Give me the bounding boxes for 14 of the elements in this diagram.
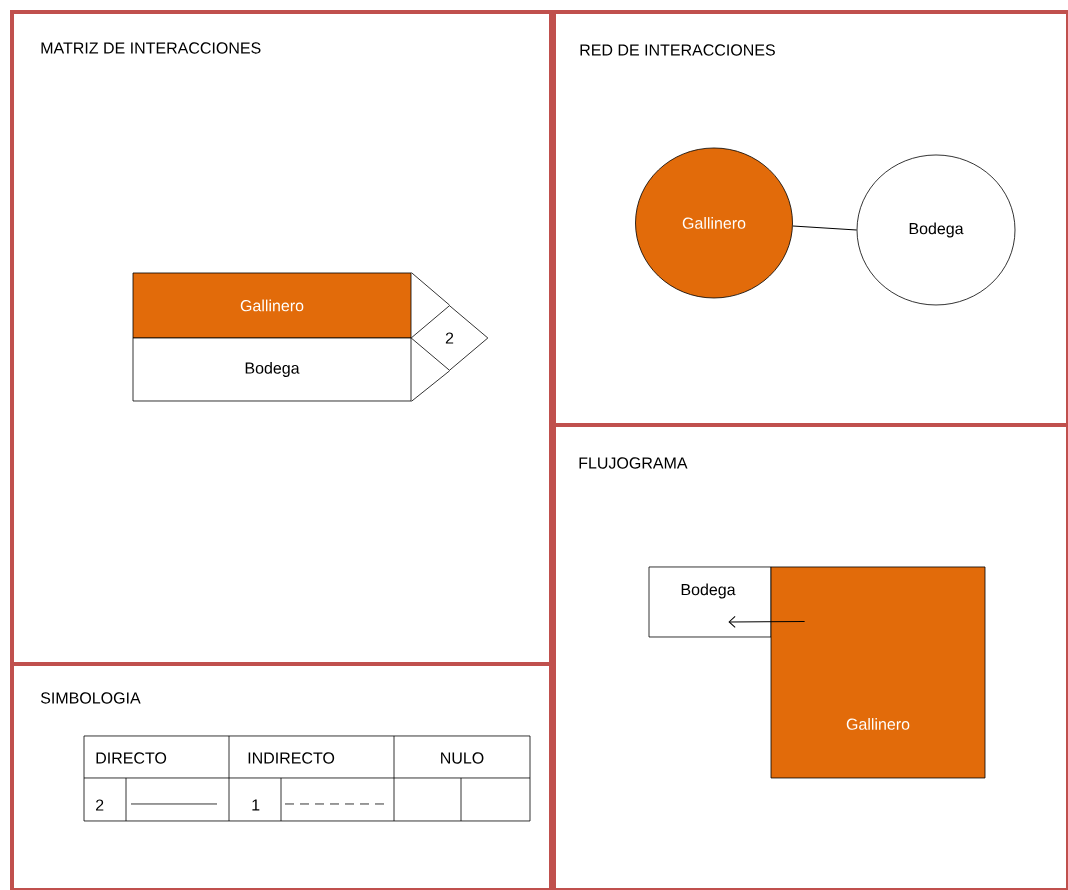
matrix-row: Bodega xyxy=(132,337,412,402)
table-text: 2 xyxy=(96,799,104,811)
panel-title: RED DE INTERACCIONES xyxy=(580,44,775,56)
process-box: Bodega xyxy=(648,566,772,638)
panel-title: SIMBOLOGIA xyxy=(40,692,141,704)
panel-title: FLUJOGRAMA xyxy=(579,457,688,469)
panel-title: MATRIZ DE INTERACCIONES xyxy=(41,42,261,54)
matrix-row: Gallinero xyxy=(132,272,412,339)
table-text: DIRECTO xyxy=(96,752,167,764)
table-text: NULO xyxy=(441,752,484,764)
arrow xyxy=(728,615,806,628)
table-text: 1 xyxy=(252,799,260,811)
process-box: Gallinero xyxy=(770,566,986,779)
table-text: INDIRECTO xyxy=(248,752,335,764)
